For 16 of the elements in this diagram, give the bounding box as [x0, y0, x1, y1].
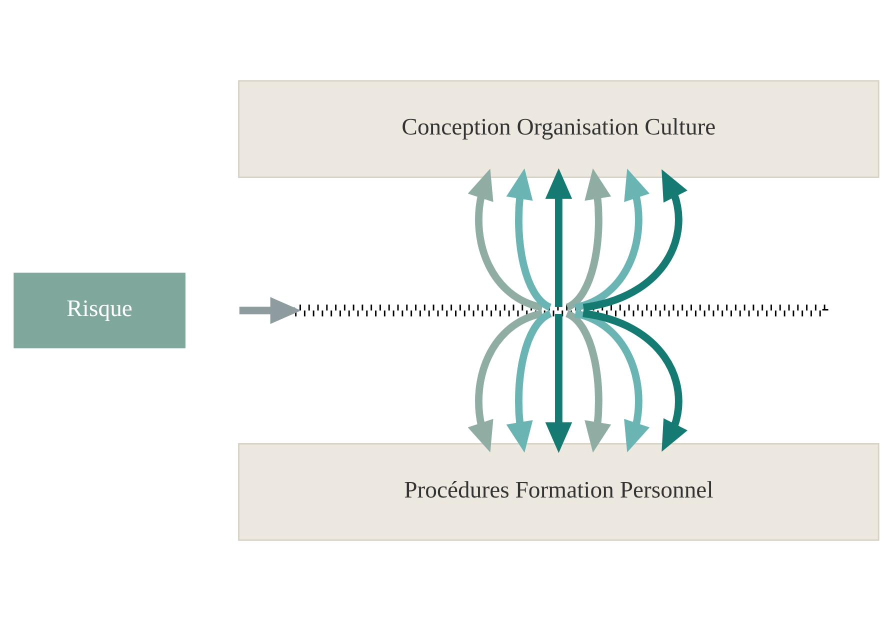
- arrow: [545, 168, 572, 308]
- arrow: [582, 169, 688, 312]
- arrow: [239, 297, 302, 324]
- arrow: [574, 310, 650, 452]
- arrow: [506, 310, 552, 453]
- node-box: Risque: [14, 272, 186, 348]
- arrow: [468, 310, 544, 452]
- arrow: [565, 310, 612, 453]
- arrow: [468, 168, 544, 312]
- node-box: Conception Organisation Culture: [238, 80, 880, 178]
- arrow: [574, 168, 650, 312]
- arrow: [545, 314, 572, 453]
- arrow: [582, 310, 688, 452]
- node-box: Procédures Formation Personnel: [238, 443, 880, 541]
- arrow: [506, 168, 552, 311]
- arrow: [565, 168, 612, 311]
